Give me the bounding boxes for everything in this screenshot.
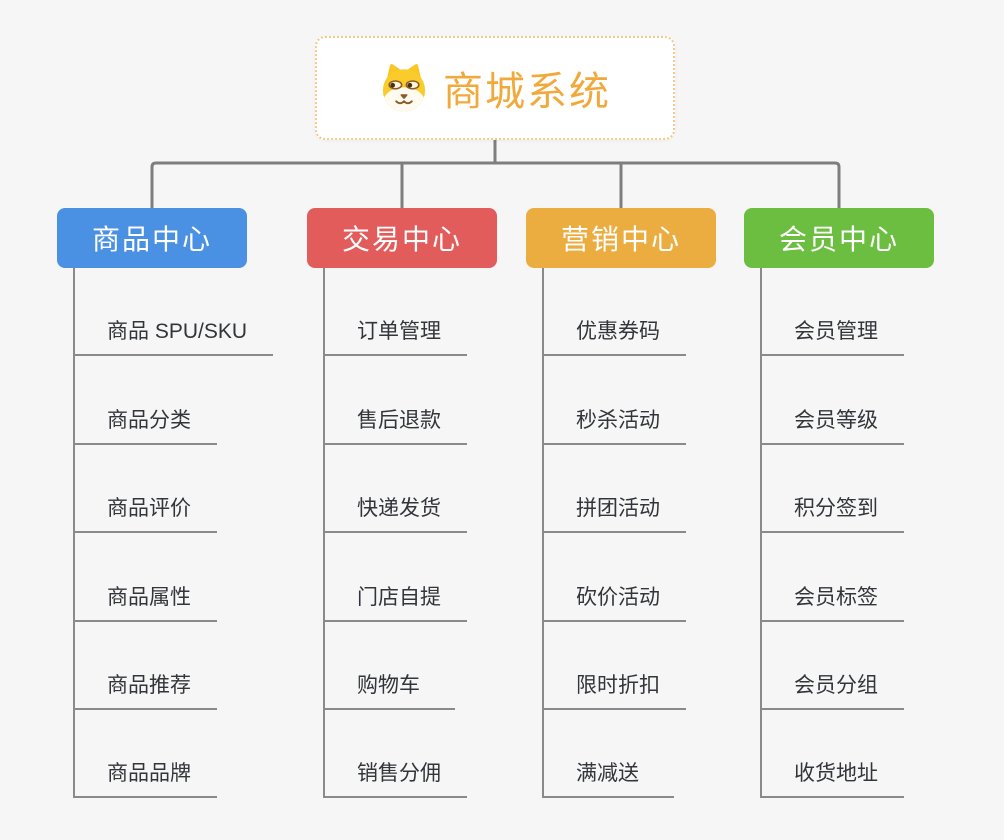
branch-item[interactable]: 商品品牌 xyxy=(75,710,217,799)
branch-item[interactable]: 快递发货 xyxy=(325,445,467,534)
branch-item[interactable]: 优惠券码 xyxy=(544,268,686,357)
item-label: 门店自提 xyxy=(357,585,441,609)
branch-item[interactable]: 商品推荐 xyxy=(75,622,217,710)
root-node[interactable]: 商城系统 xyxy=(315,36,675,140)
branch-header-marketing-center[interactable]: 营销中心 xyxy=(526,208,716,268)
item-label: 满减送 xyxy=(576,762,639,786)
branch-items: 优惠券码 秒杀活动 拼团活动 砍价活动 限时折扣 满减送 xyxy=(542,268,716,799)
branch-item[interactable]: 满减送 xyxy=(544,710,674,799)
branch: 营销中心 优惠券码 秒杀活动 拼团活动 砍价活动 限时折扣 满减送 xyxy=(526,208,716,799)
root-title: 商城系统 xyxy=(443,70,611,114)
branch-item[interactable]: 会员等级 xyxy=(762,356,904,445)
item-label: 会员分组 xyxy=(794,673,878,697)
branch-item[interactable]: 购物车 xyxy=(325,622,455,710)
item-label: 销售分佣 xyxy=(357,762,441,786)
branch-item[interactable]: 商品评价 xyxy=(75,445,217,534)
doge-icon xyxy=(379,62,429,114)
branch-item[interactable]: 门店自提 xyxy=(325,533,467,622)
branch-header-product-center[interactable]: 商品中心 xyxy=(57,208,247,268)
item-label: 会员等级 xyxy=(794,408,878,432)
item-label: 砍价活动 xyxy=(576,585,660,609)
branch-label: 交易中心 xyxy=(341,224,462,255)
branch-label: 营销中心 xyxy=(560,224,681,255)
branch-item[interactable]: 商品属性 xyxy=(75,533,217,622)
item-label: 限时折扣 xyxy=(576,673,660,697)
branch-item[interactable]: 售后退款 xyxy=(325,356,467,445)
item-label: 积分签到 xyxy=(794,497,878,521)
item-label: 订单管理 xyxy=(357,320,441,344)
branch-item[interactable]: 会员分组 xyxy=(762,622,904,710)
branch-item[interactable]: 拼团活动 xyxy=(544,445,686,534)
item-label: 商品品牌 xyxy=(107,762,191,786)
item-label: 优惠券码 xyxy=(576,320,660,344)
item-label: 商品 SPU/SKU xyxy=(107,320,248,344)
branch-items: 商品 SPU/SKU 商品分类 商品评价 商品属性 商品推荐 商品品牌 xyxy=(73,268,274,799)
branch: 会员中心 会员管理 会员等级 积分签到 会员标签 会员分组 收货地址 xyxy=(744,208,934,799)
item-label: 会员管理 xyxy=(794,320,878,344)
branch: 商品中心 商品 SPU/SKU 商品分类 商品评价 商品属性 商品推荐 商品品牌 xyxy=(57,208,274,799)
item-label: 商品评价 xyxy=(107,497,191,521)
branch-item[interactable]: 秒杀活动 xyxy=(544,356,686,445)
item-label: 商品属性 xyxy=(107,585,191,609)
branch-item[interactable]: 会员标签 xyxy=(762,533,904,622)
branch-item[interactable]: 商品 SPU/SKU xyxy=(75,268,274,357)
item-label: 购物车 xyxy=(357,673,420,697)
branch-item[interactable]: 积分签到 xyxy=(762,445,904,534)
branch-items: 会员管理 会员等级 积分签到 会员标签 会员分组 收货地址 xyxy=(760,268,934,799)
item-label: 商品推荐 xyxy=(107,673,191,697)
item-label: 会员标签 xyxy=(794,585,878,609)
item-label: 收货地址 xyxy=(794,762,878,786)
branch-item[interactable]: 收货地址 xyxy=(762,710,904,799)
branch-item[interactable]: 限时折扣 xyxy=(544,622,686,710)
item-label: 售后退款 xyxy=(357,408,441,432)
item-label: 商品分类 xyxy=(107,408,191,432)
item-label: 快递发货 xyxy=(357,497,441,521)
branch-item[interactable]: 销售分佣 xyxy=(325,710,467,799)
branch-header-member-center[interactable]: 会员中心 xyxy=(744,208,934,268)
branch-label: 会员中心 xyxy=(778,224,899,255)
item-label: 秒杀活动 xyxy=(576,408,660,432)
branch-item[interactable]: 砍价活动 xyxy=(544,533,686,622)
branch-item[interactable]: 商品分类 xyxy=(75,356,217,445)
branch-header-trade-center[interactable]: 交易中心 xyxy=(307,208,497,268)
branch-items: 订单管理 售后退款 快递发货 门店自提 购物车 销售分佣 xyxy=(323,268,497,799)
branch-label: 商品中心 xyxy=(91,224,212,255)
branch: 交易中心 订单管理 售后退款 快递发货 门店自提 购物车 销售分佣 xyxy=(307,208,497,799)
item-label: 拼团活动 xyxy=(576,497,660,521)
branch-item[interactable]: 订单管理 xyxy=(325,268,467,357)
branch-item[interactable]: 会员管理 xyxy=(762,268,904,357)
